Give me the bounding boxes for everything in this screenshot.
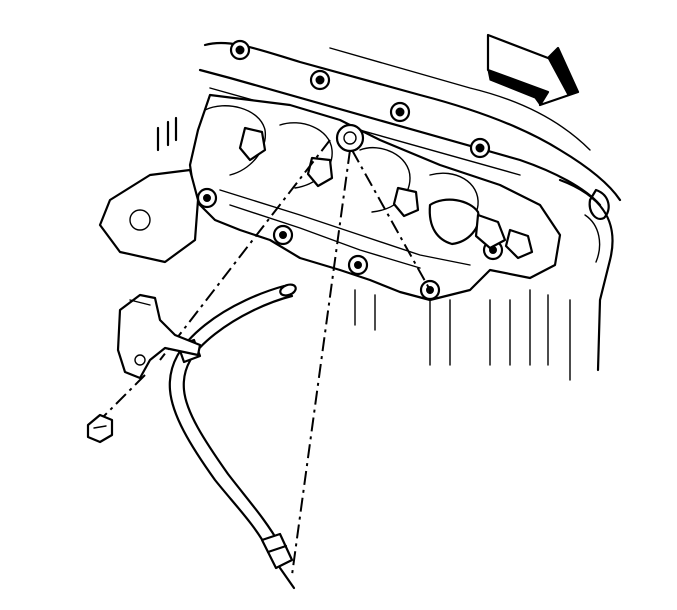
head-bolts [229, 39, 491, 159]
leader-lines [99, 139, 431, 576]
bracket-bolt-icon [86, 413, 114, 444]
exhaust-manifold [98, 93, 562, 302]
tube-port [335, 123, 365, 153]
oil-level-indicator-tube [168, 283, 297, 590]
engine-block [198, 41, 622, 381]
tube-bracket [116, 293, 202, 380]
direction-arrow-icon [486, 33, 580, 107]
